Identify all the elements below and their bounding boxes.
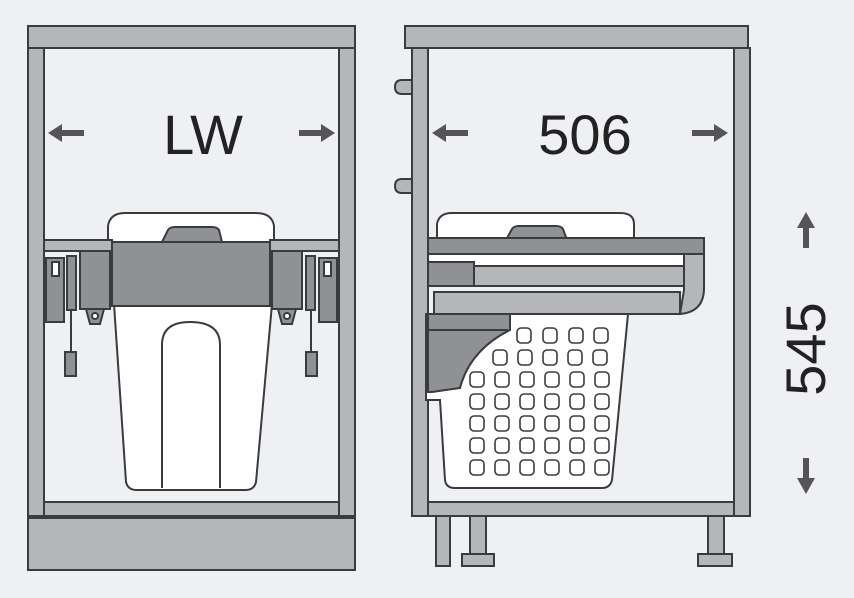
front-left-side (27, 47, 45, 517)
front-left-post (66, 255, 77, 311)
side-width-label: 506 (538, 103, 632, 166)
basket-hole (492, 349, 508, 366)
height-dimension (797, 212, 815, 494)
side-runner-front-curve (678, 253, 705, 316)
front-width-arrow-left (48, 124, 84, 142)
basket-hole (517, 349, 533, 366)
basket-hole (594, 415, 610, 432)
basket-hole (519, 371, 535, 388)
basket-hole (469, 437, 485, 454)
front-right-side (338, 47, 356, 517)
front-left-foot (64, 351, 77, 377)
side-basket-holes (469, 327, 610, 476)
basket-hole (494, 459, 510, 476)
basket-hole (542, 349, 558, 366)
front-right-screw (283, 312, 291, 320)
side-wall-knob-1 (393, 79, 413, 95)
basket-hole (594, 459, 610, 476)
front-plinth (27, 517, 356, 571)
front-center-bracket (111, 241, 271, 307)
front-lid-handle (160, 226, 224, 243)
front-width-arrow-right (299, 124, 335, 142)
front-bin-body (112, 303, 274, 491)
basket-hole (494, 415, 510, 432)
basket-hole (569, 437, 585, 454)
side-runner-top (427, 237, 705, 255)
basket-hole (494, 371, 510, 388)
side-leg-3 (707, 515, 725, 557)
basket-hole (519, 437, 535, 454)
basket-hole (519, 393, 535, 410)
side-leg-2-foot (461, 553, 495, 567)
height-label: 545 (774, 302, 837, 396)
basket-hole (544, 371, 560, 388)
width-label: LW (163, 103, 243, 166)
front-right-clip-slot (323, 261, 332, 277)
basket-hole (594, 437, 610, 454)
basket-hole (494, 437, 510, 454)
basket-hole (516, 327, 532, 344)
basket-hole (592, 349, 608, 366)
basket-hole (469, 371, 485, 388)
side-bottom-panel (427, 501, 735, 517)
basket-hole (567, 349, 583, 366)
side-front-panel (733, 47, 751, 517)
front-right-foot (305, 351, 318, 377)
front-right-post (305, 255, 316, 311)
basket-hole (544, 415, 560, 432)
basket-hole (469, 459, 485, 476)
front-rail-right (269, 239, 340, 252)
basket-hole (544, 437, 560, 454)
basket-hole (519, 415, 535, 432)
side-back-panel (411, 47, 429, 517)
front-bottom-panel (43, 501, 340, 517)
front-bin-handle-cutout (161, 320, 221, 488)
basket-hole (594, 393, 610, 410)
basket-hole (569, 415, 585, 432)
side-width-arrow-right (692, 124, 728, 142)
basket-hole (594, 371, 610, 388)
front-left-screw (91, 312, 99, 320)
basket-hole (569, 371, 585, 388)
front-left-clip-slot (51, 261, 60, 277)
basket-hole (542, 327, 558, 344)
basket-hole (544, 459, 560, 476)
basket-hole (568, 327, 584, 344)
front-view (27, 25, 356, 571)
front-left-bracket (79, 250, 111, 310)
basket-hole (469, 393, 485, 410)
basket-hole (519, 459, 535, 476)
side-leg-1 (435, 515, 451, 567)
side-view (393, 25, 751, 567)
basket-hole (544, 393, 560, 410)
basket-hole (569, 393, 585, 410)
side-leg-2 (469, 515, 487, 557)
side-runner-end-cap (427, 261, 475, 287)
front-rail-left (43, 239, 113, 252)
basket-hole (494, 393, 510, 410)
side-leg-3-foot (697, 553, 733, 567)
basket-hole (469, 415, 485, 432)
basket-hole (569, 459, 585, 476)
side-runner-lower (433, 291, 681, 315)
basket-hole (593, 327, 609, 344)
side-wall-knob-2 (393, 178, 413, 194)
side-bracket-arm (427, 313, 511, 393)
height-arrow-up (797, 212, 815, 248)
side-width-arrow-left (432, 124, 468, 142)
side-lid-handle (504, 225, 569, 241)
height-arrow-down (797, 458, 815, 494)
side-top-panel (404, 25, 749, 49)
front-right-bracket (271, 250, 303, 310)
front-top-panel (27, 25, 356, 49)
